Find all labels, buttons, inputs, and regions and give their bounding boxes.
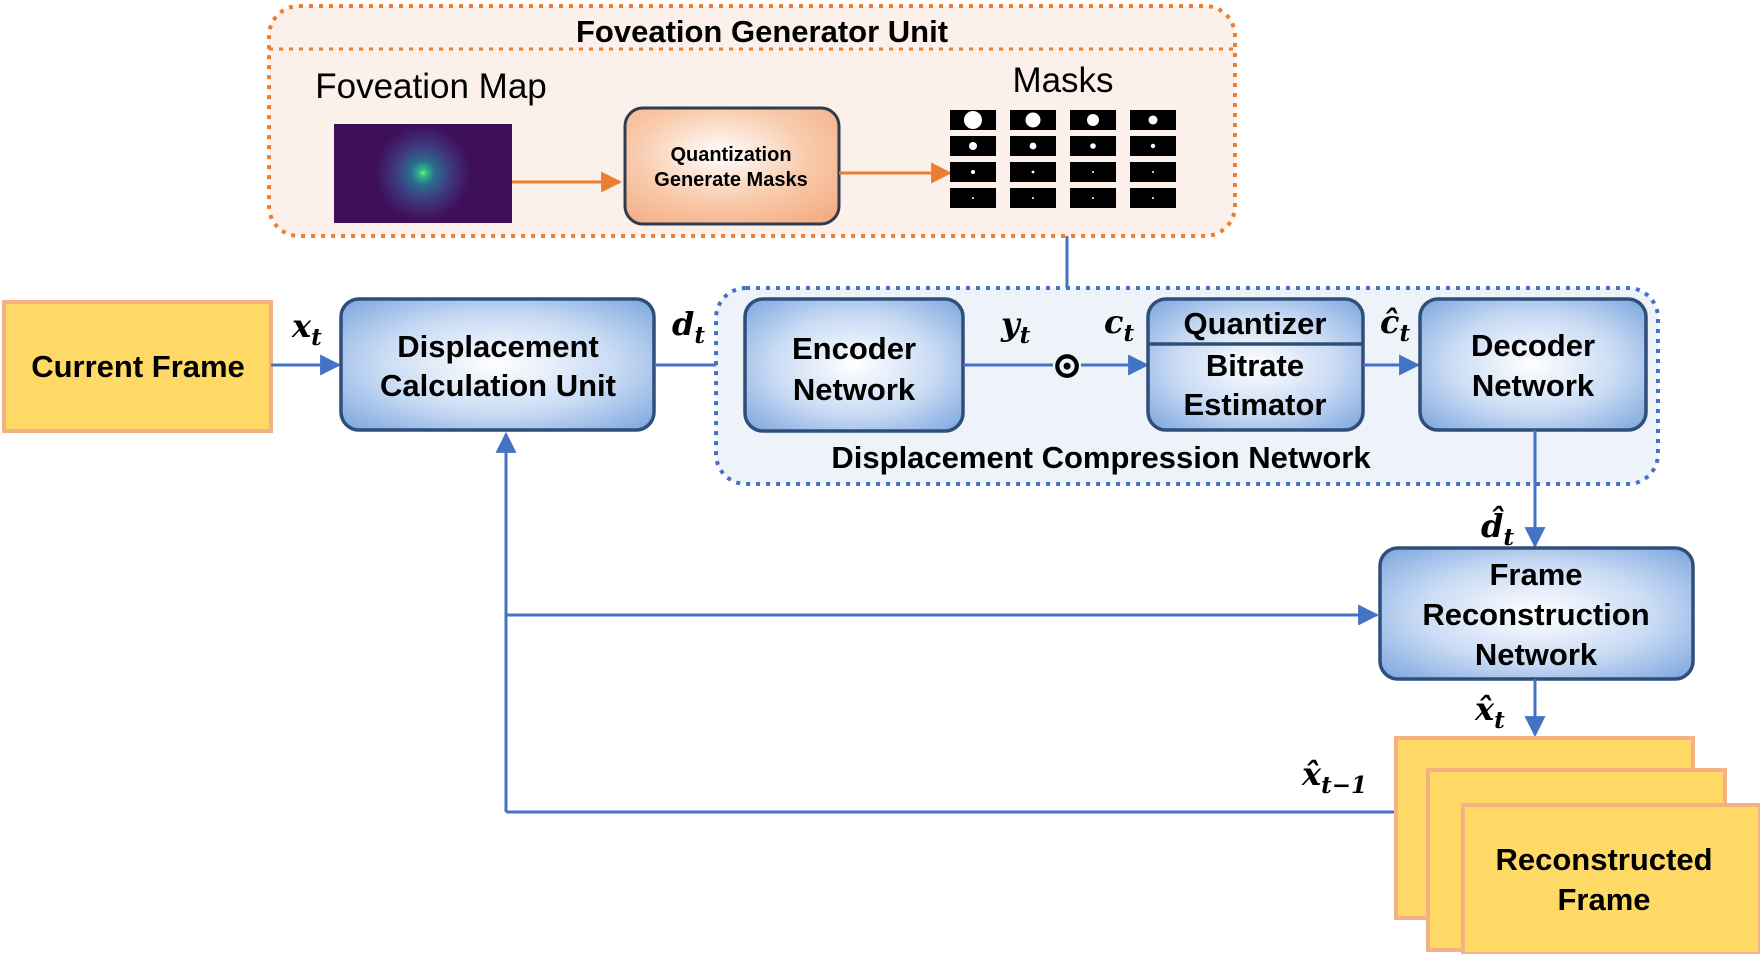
encoder-label-line1: Encoder: [792, 331, 916, 366]
symbol-y-t: yt: [1000, 305, 1031, 349]
frame-reconstruction-network: Frame Reconstruction Network: [1378, 546, 1695, 681]
current-frame-label: Current Frame: [31, 349, 245, 384]
frame-reconstruction-label-line2: Reconstruction: [1422, 597, 1649, 632]
mask-dot: [1087, 114, 1099, 126]
fgu-title: Foveation Generator Unit: [576, 14, 948, 49]
decoder-label-line1: Decoder: [1471, 328, 1595, 363]
displacement-box: [339, 297, 656, 432]
foveation-generator-unit: Foveation Generator Unit Foveation Map Q…: [267, 4, 1237, 355]
symbol-x-hat-t-minus-1: x̂t−1: [1301, 755, 1367, 799]
current-frame-box: [2, 300, 273, 433]
frame-reconstruction-label-line1: Frame: [1489, 557, 1582, 592]
mask-dot: [1031, 170, 1035, 174]
foveation-map-image: [334, 124, 512, 223]
mask-dot: [971, 170, 975, 174]
encoder-label-line2: Network: [793, 372, 916, 407]
masks-label: Masks: [1012, 61, 1113, 100]
foveation-map-glow: [375, 125, 471, 221]
symbol-x-t: xt: [291, 307, 322, 351]
hadamard-product-symbol: ⊙: [1051, 342, 1083, 387]
mask-dot: [1025, 112, 1041, 128]
generate-masks-label: Generate Masks: [654, 169, 807, 191]
displacement-calculation-unit: Displacement Calculation Unit: [339, 297, 656, 432]
mask-dot: [1152, 171, 1154, 173]
symbol-x-hat-t: x̂t: [1474, 690, 1505, 734]
quantization-block: [623, 106, 841, 226]
mask-dot: [1148, 115, 1158, 125]
bitrate-label-line2: Estimator: [1184, 387, 1327, 422]
quantization-label: Quantization: [670, 144, 791, 166]
decoder-box: [1418, 297, 1648, 432]
masks-grid: [950, 110, 1176, 208]
mask-dot: [1092, 171, 1094, 173]
mask-dot: [1090, 143, 1096, 149]
reconstructed-frame-stack: Reconstructed Frame: [1394, 736, 1760, 954]
symbol-c-hat-t: ĉt: [1380, 303, 1410, 347]
frame-reconstruction-label-line3: Network: [1475, 637, 1598, 672]
decoder-label-line2: Network: [1472, 368, 1595, 403]
quantizer-label: Quantizer: [1184, 306, 1327, 341]
bitrate-label-line1: Bitrate: [1206, 348, 1304, 383]
dcn-title: Displacement Compression Network: [831, 440, 1371, 475]
mask-dot: [1032, 197, 1034, 199]
symbol-c-t: ct: [1104, 303, 1134, 347]
reconstructed-frame-label-line2: Frame: [1557, 882, 1650, 917]
current-frame-block: Current Frame: [2, 300, 273, 433]
symbol-d-hat-t: d̂t: [1481, 505, 1514, 551]
mask-dot: [1152, 197, 1154, 199]
mask-dot: [1150, 143, 1156, 149]
reconstructed-frame-front: [1461, 803, 1760, 954]
displacement-compression-network: Displacement Compression Network Encoder…: [714, 286, 1660, 486]
mask-dot: [1029, 142, 1037, 150]
mask-dot: [972, 197, 974, 199]
symbol-d-t: dt: [672, 305, 705, 349]
mask-dot: [969, 142, 977, 150]
foveation-map-label: Foveation Map: [315, 67, 547, 106]
reconstructed-frame-label-line1: Reconstructed: [1495, 842, 1712, 877]
mask-dot: [964, 111, 982, 129]
displacement-label-line2: Calculation Unit: [380, 368, 616, 403]
displacement-label-line1: Displacement: [397, 329, 599, 364]
mask-dot: [1092, 197, 1094, 199]
